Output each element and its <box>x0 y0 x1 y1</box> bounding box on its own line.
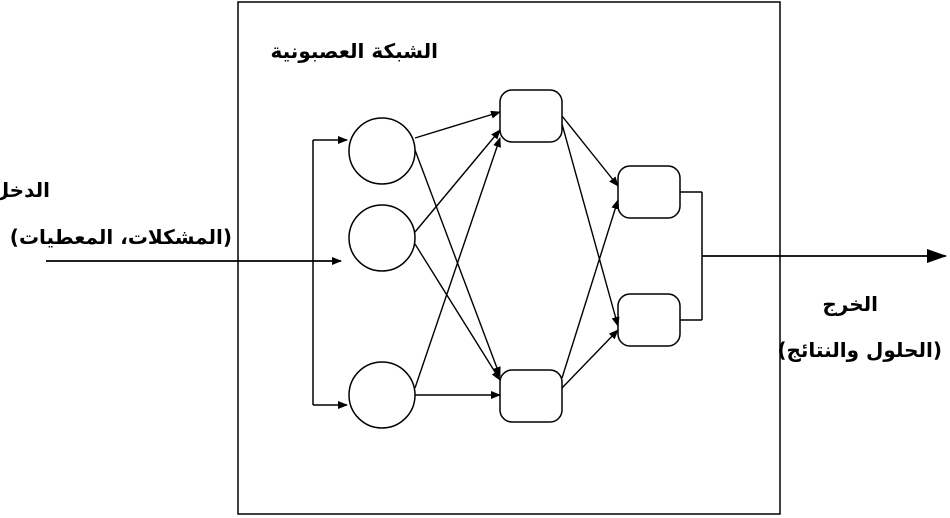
output-bracket <box>680 191 703 321</box>
input-node-1 <box>348 117 416 185</box>
hidden-node-2 <box>499 369 563 423</box>
network-title: الشبكة العصبونية <box>271 39 438 63</box>
input-label: الدخل <box>0 178 50 202</box>
input-node-3 <box>348 361 416 429</box>
output-label: الخرج <box>822 292 878 316</box>
output-node-2 <box>617 293 681 347</box>
input-detail: (المشكلات، المعطيات) <box>10 225 232 249</box>
input-hidden-connections <box>414 110 501 399</box>
output-detail: (الحلول والنتائج) <box>777 338 942 362</box>
input-node-2 <box>348 204 416 272</box>
hidden-node-1 <box>499 89 563 143</box>
network-box <box>237 1 781 515</box>
hidden-output-connections <box>561 115 620 389</box>
output-node-1 <box>617 165 681 219</box>
